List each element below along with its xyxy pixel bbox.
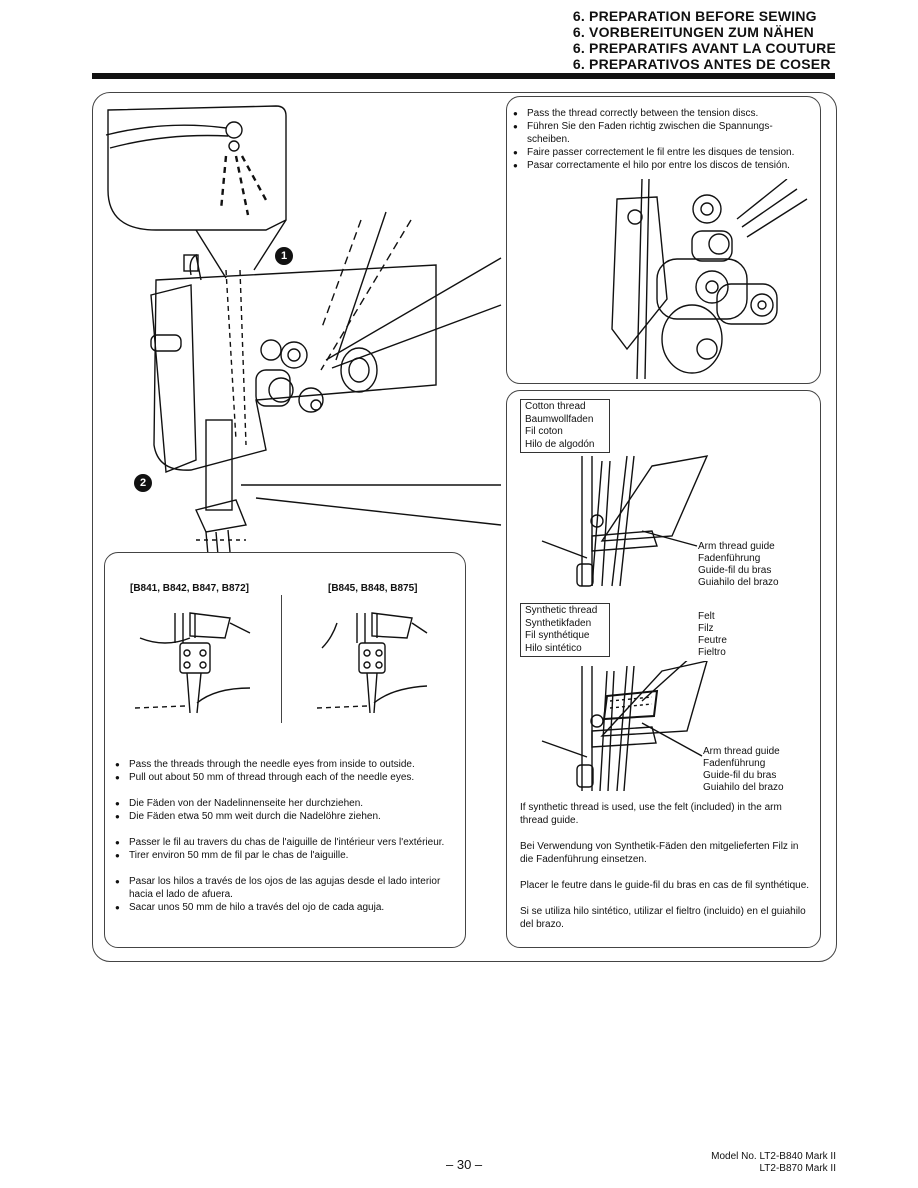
cotton-guide-es: Guiahilo del brazo xyxy=(698,577,779,588)
needle-text-en-1: Pass the threads through the needle eyes… xyxy=(115,758,457,771)
synthetic-note-fr: Placer le feutre dans le guide-fil du br… xyxy=(520,880,810,891)
model-line-1: Model No. LT2-B840 Mark II xyxy=(711,1151,836,1162)
cotton-guide-label: Arm thread guide Fadenführung Guide-fil … xyxy=(698,541,779,589)
title-de: 6. VORBEREITUNGEN ZUM NÄHEN xyxy=(572,24,814,40)
cotton-guide-illustration xyxy=(541,455,709,587)
synthetic-label-en: Synthetic thread xyxy=(525,605,598,616)
felt-label: Felt Filz Feutre Fieltro xyxy=(698,611,727,659)
callout-2: 2 xyxy=(134,474,152,492)
page-number: – 30 – xyxy=(446,1157,483,1172)
model-group-left: [B841, B842, B847, B872] xyxy=(130,583,249,594)
cotton-label-en: Cotton thread xyxy=(525,401,586,412)
felt-de: Filz xyxy=(698,623,714,634)
synthetic-notes: If synthetic thread is used, use the fel… xyxy=(520,801,812,931)
synthetic-note-es: Si se utiliza hilo sintético, utilizar e… xyxy=(520,906,806,930)
needle-group-es: Pasar los hilos a través de los ojos de … xyxy=(115,875,457,914)
synthetic-label-de: Synthetikfaden xyxy=(525,617,592,629)
needle-text-fr-2: Tirer environ 50 mm de fil par le chas d… xyxy=(115,849,457,862)
machine-head-illustration xyxy=(105,105,502,556)
callout-1: 1 xyxy=(275,247,293,265)
felt-en: Felt xyxy=(698,611,715,622)
needle-illustration-right xyxy=(317,612,428,714)
synthetic-guide-es: Guiahilo del brazo xyxy=(703,782,784,793)
needle-group-en: Pass the threads through the needle eyes… xyxy=(115,758,457,784)
needle-instructions: Pass the threads through the needle eyes… xyxy=(115,758,457,914)
synthetic-thread-label: Synthetic thread Synthetikfaden Fil synt… xyxy=(520,603,610,657)
tension-panel: Pass the thread correctly between the te… xyxy=(506,96,821,384)
synthetic-note-de: Bei Verwendung von Synthetik-Fäden den m… xyxy=(520,841,799,865)
needle-text-de-1: Die Fäden von der Nadelinnenseite her du… xyxy=(115,797,457,810)
needle-text-es-2: Sacar unos 50 mm de hilo a través del oj… xyxy=(115,901,457,914)
cotton-guide-de: Fadenführung xyxy=(698,553,761,564)
title-en: 6. PREPARATION BEFORE SEWING xyxy=(572,8,817,24)
cotton-label-es: Hilo de algodón xyxy=(525,438,595,450)
cotton-label-fr: Fil coton xyxy=(525,426,563,437)
needle-text-en-2: Pull out about 50 mm of thread through e… xyxy=(115,771,457,784)
section-header: 6. PREPARATION BEFORE SEWING 6. VORBEREI… xyxy=(573,8,836,72)
arm-guide-panel: Cotton thread Baumwollfaden Fil coton Hi… xyxy=(506,390,821,948)
needle-illustration-left xyxy=(135,612,251,714)
needle-divider xyxy=(281,595,282,723)
tension-discs-illustration xyxy=(611,179,808,379)
needle-text-fr-1: Passer le fil au travers du chas de l'ai… xyxy=(115,836,457,849)
tension-text-en: Pass the thread correctly between the te… xyxy=(513,107,815,120)
needle-panel: [B841, B842, B847, B872] [B845, B848, B8… xyxy=(104,552,466,948)
synthetic-guide-illustration xyxy=(541,661,708,792)
synthetic-guide-de: Fadenführung xyxy=(703,758,766,769)
model-line-2: LT2-B870 Mark II xyxy=(759,1163,836,1174)
synthetic-guide-label: Arm thread guide Fadenführung Guide-fil … xyxy=(703,746,784,794)
felt-es: Fieltro xyxy=(698,647,726,658)
cotton-label-de: Baumwollfaden xyxy=(525,413,594,425)
synthetic-label-es: Hilo sintético xyxy=(525,642,582,654)
synthetic-label-fr: Fil synthétique xyxy=(525,630,590,641)
tension-text-de: Führen Sie den Faden richtig zwischen di… xyxy=(513,120,815,146)
synthetic-guide-fr: Guide-fil du bras xyxy=(703,770,777,781)
needle-group-fr: Passer le fil au travers du chas de l'ai… xyxy=(115,836,457,862)
content-frame xyxy=(92,92,837,962)
header-rule xyxy=(92,73,835,79)
cotton-guide-en: Arm thread guide xyxy=(698,541,775,552)
needle-text-de-2: Die Fäden etwa 50 mm weit durch die Nade… xyxy=(115,810,457,823)
tension-text-fr: Faire passer correctement le fil entre l… xyxy=(513,146,815,159)
model-number: Model No. LT2-B840 Mark II LT2-B870 Mark… xyxy=(711,1151,836,1175)
title-fr: 6. PREPARATIFS AVANT LA COUTURE xyxy=(572,40,836,56)
tension-bullets: Pass the thread correctly between the te… xyxy=(513,107,815,172)
model-group-right: [B845, B848, B875] xyxy=(328,583,418,594)
felt-fr: Feutre xyxy=(698,635,727,646)
needle-text-es-1: Pasar los hilos a través de los ojos de … xyxy=(115,875,457,901)
needle-group-de: Die Fäden von der Nadelinnenseite her du… xyxy=(115,797,457,823)
synthetic-guide-en: Arm thread guide xyxy=(703,746,780,757)
cotton-guide-fr: Guide-fil du bras xyxy=(698,565,772,576)
cotton-thread-label: Cotton thread Baumwollfaden Fil coton Hi… xyxy=(520,399,610,453)
title-es: 6. PREPARATIVOS ANTES DE COSER xyxy=(572,56,831,72)
tension-text-es: Pasar correctamente el hilo por entre lo… xyxy=(513,159,815,172)
synthetic-note-en: If synthetic thread is used, use the fel… xyxy=(520,802,782,826)
